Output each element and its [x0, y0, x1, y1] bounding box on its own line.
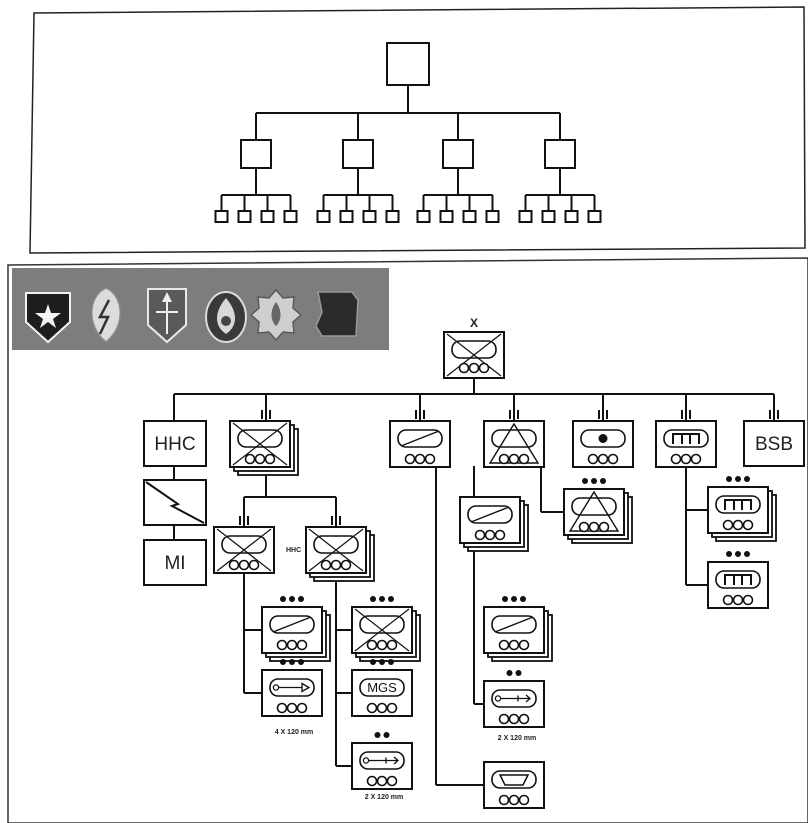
generic-level2-box — [237, 210, 252, 223]
recon-company-stack-symbol — [261, 596, 331, 662]
generic-group — [214, 113, 298, 223]
generic-level2-box — [564, 210, 579, 223]
mortar-platoon-4x120-symbol — [261, 659, 323, 717]
mortar-2x120-label-b: 2 X 120 mm — [498, 735, 537, 742]
generic-level2-box — [485, 210, 500, 223]
generic-level2-box — [316, 210, 331, 223]
generic-level2-box — [283, 210, 298, 223]
sword-arrow-insignia-icon — [147, 288, 187, 344]
generic-level1-box — [544, 139, 576, 169]
generic-level2-box — [385, 210, 400, 223]
artillery-battery-stack-symbol — [563, 478, 633, 544]
generic-org-chart-panel — [29, 6, 806, 254]
generic-level2-box — [416, 210, 431, 223]
generic-root-box — [386, 42, 430, 86]
signal-unit — [143, 479, 207, 526]
anti-tank-company-symbol — [572, 420, 634, 468]
surveillance-troop-symbol — [483, 761, 545, 809]
mi-label: MI — [164, 553, 185, 574]
engineer-battalion-symbol — [655, 420, 717, 468]
generic-level1-box — [342, 139, 374, 169]
insignia-bar — [12, 268, 389, 350]
infantry-battalion-stack-symbol — [305, 526, 375, 582]
brigade-connector-lines — [173, 378, 775, 786]
recon-squadron-symbol — [389, 420, 451, 468]
generic-level2-box — [518, 210, 533, 223]
mi-unit: MI — [143, 539, 207, 586]
generic-group — [316, 113, 400, 223]
bsb-label: BSB — [755, 434, 793, 455]
keystone-insignia-icon — [315, 291, 359, 337]
hhc-unit: HHC — [143, 420, 207, 467]
generic-level2-box — [260, 210, 275, 223]
generic-level1-box — [240, 139, 272, 169]
bsb-unit: BSB — [743, 420, 805, 467]
engineer-company-stack-symbol — [707, 476, 777, 542]
generic-level2-box — [214, 210, 229, 223]
generic-panel-border — [29, 6, 806, 254]
mortar-2x120-label-a: 2 X 120 mm — [365, 794, 404, 801]
engineer-company-single-symbol — [707, 551, 769, 609]
brigade-hq-unit: X — [443, 316, 505, 379]
recon-troop-stack-symbol — [459, 496, 529, 552]
mortar-section-2x120-b-symbol — [483, 670, 545, 728]
mgs-label: MGS — [367, 680, 397, 695]
brigade-unit-symbols: MGS — [213, 420, 777, 809]
signal-bolt-icon — [145, 481, 205, 524]
generic-group — [518, 113, 602, 223]
flame-drop-insignia-icon — [205, 291, 247, 343]
fleur-de-lis-insignia-icon — [249, 288, 303, 342]
hhc-company-symbol — [213, 526, 275, 574]
echelon-mark: X — [470, 316, 478, 330]
star-shield-insignia-icon — [25, 292, 71, 344]
generic-level2-box — [587, 210, 602, 223]
brigade-panel-border — [7, 257, 808, 823]
generic-level2-box — [362, 210, 377, 223]
artillery-battalion-symbol — [483, 420, 545, 468]
hhc-label: HHC — [154, 434, 195, 455]
generic-level2-box — [541, 210, 556, 223]
mortar-4x120-label: 4 X 120 mm — [275, 729, 314, 736]
hhc-small-label: HHC — [286, 547, 301, 554]
infantry-company-stack-symbol — [351, 596, 421, 662]
brigade-org-chart-panel: X HHC MI BSB — [7, 257, 808, 823]
generic-group — [416, 113, 500, 223]
mortar-section-2x120-a-symbol — [351, 732, 413, 790]
generic-groups — [214, 113, 602, 223]
generic-level2-box — [439, 210, 454, 223]
battalion-echelon-marks — [239, 410, 779, 525]
mgs-platoon-symbol: MGS — [351, 659, 413, 717]
generic-level1-box — [442, 139, 474, 169]
generic-level2-box — [462, 210, 477, 223]
recon-troop-lower-stack-symbol — [483, 596, 553, 662]
generic-level2-box — [339, 210, 354, 223]
leaf-bolt-insignia-icon — [91, 287, 121, 343]
combined-arms-battalion-symbol — [229, 420, 299, 476]
